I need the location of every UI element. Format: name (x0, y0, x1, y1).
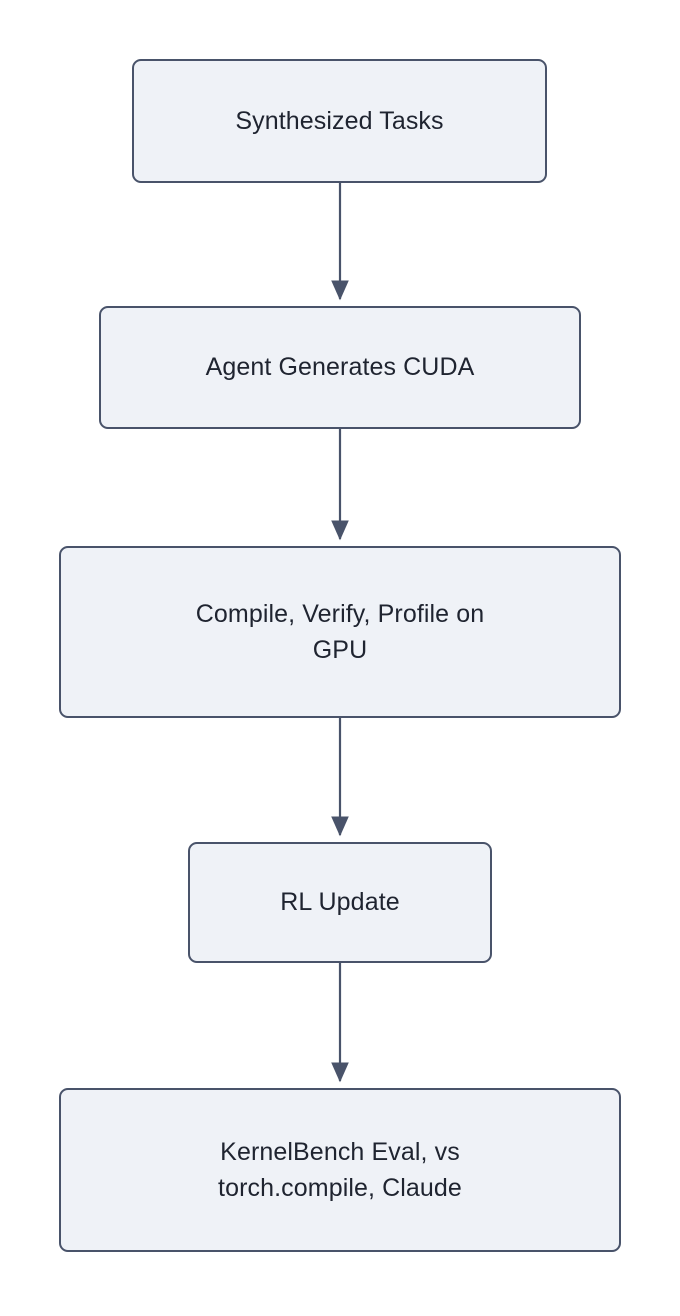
flow-node-compile-verify-profile-on-gpu[interactable]: Compile, Verify, Profile on GPU (59, 546, 621, 718)
flow-node-label: Agent Generates CUDA (205, 353, 475, 382)
flow-node-kernelbench-eval[interactable]: KernelBench Eval, vs torch.compile, Clau… (59, 1088, 621, 1252)
flow-node-rl-update[interactable]: RL Update (188, 842, 492, 963)
flow-node-label: Compile, Verify, Profile on GPU (195, 599, 485, 664)
flow-node-label: KernelBench Eval, vs torch.compile, Clau… (218, 1137, 462, 1202)
flow-node-label: RL Update (280, 888, 400, 917)
flow-node-agent-generates-cuda[interactable]: Agent Generates CUDA (99, 306, 581, 429)
flow-node-label: Synthesized Tasks (235, 106, 444, 135)
flow-node-synthesized-tasks[interactable]: Synthesized Tasks (132, 59, 547, 183)
